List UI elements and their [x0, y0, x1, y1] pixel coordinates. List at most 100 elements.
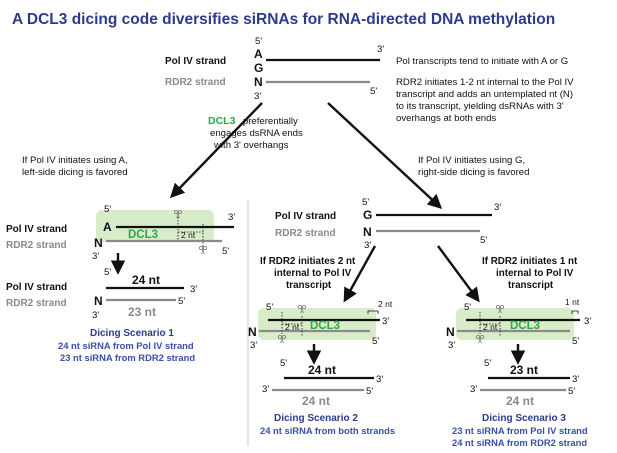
s1-ds-pol4-3prime: 3' [228, 212, 235, 223]
scenario1-nt24: 24 nt [132, 273, 160, 287]
left-branch-line1: If Pol IV initiates using A, [22, 155, 128, 166]
scenario3-header-line1: If RDR2 initiates 1 nt [482, 256, 578, 267]
dcl3-note-line1: DCL3 preferentially [208, 111, 298, 128]
scenario3-one-nt: 1 nt [565, 297, 580, 307]
s3-prod-pol4-5prime: 5' [484, 358, 491, 369]
scenario1-base-n: N [94, 236, 103, 250]
scenario1-product-rdr2-label: RDR2 strand [6, 298, 67, 309]
scenario3-dcl3: DCL3 [510, 320, 540, 332]
s3-prod-rdr2-3prime: 3' [470, 384, 477, 395]
top-note-rdr2-line4: overhangs at both ends [396, 113, 496, 124]
top-rdr2-3prime: 3' [254, 91, 261, 102]
scenario1-rdr2-label: RDR2 strand [6, 240, 67, 251]
scenario3-line1: 23 nt siRNA from Pol IV strand [452, 425, 588, 436]
top-base-n: N [254, 75, 263, 89]
scenario2-two-nt-a: 2 nt [285, 322, 300, 332]
top-rdr2-label: RDR2 strand [165, 77, 226, 88]
scenario3-header-line2: internal to Pol IV [496, 268, 574, 279]
scissors-icon [198, 245, 208, 255]
s1-prod-pol4-3prime: 3' [190, 284, 197, 295]
arrow-to-left-branch [169, 102, 263, 199]
top-note-rdr2-line1: RDR2 initiates 1-2 nt internal to the Po… [396, 77, 574, 88]
rt-pol4-3prime: 3' [494, 202, 501, 213]
top-note-rdr2-line2: transcript and adds an untemplated nt (N… [396, 89, 573, 100]
scenario2-nt24a: 24 nt [308, 363, 336, 377]
scenario1-product-base-n: N [94, 294, 103, 308]
scenario1-nt23: 23 nt [128, 305, 156, 319]
scenario2-header-line1: If RDR2 initiates 2 nt [260, 256, 356, 267]
scenario2-line1: 24 nt siRNA from both strands [260, 425, 395, 436]
scenario1-product-pol4-label: Pol IV strand [6, 282, 67, 293]
scenario3-right-bracket [571, 310, 579, 314]
top-pol4-5prime: 5' [255, 36, 262, 47]
scenario3-line2: 24 nt siRNA from RDR2 strand [452, 437, 587, 448]
s1-prod-pol4-5prime: 5' [104, 267, 111, 278]
dcl3-note-dcl3: DCL3 [208, 115, 236, 127]
top-note-rdr2-line3: to its transcript, yielding dsRNAs with … [396, 101, 564, 112]
right-branch-line2: right-side dicing is favored [418, 167, 529, 178]
top-pol4-3prime: 3' [377, 44, 384, 55]
top-base-g: G [254, 61, 263, 75]
scenario2-header-line3: transcript [286, 280, 332, 291]
dcl3-note-rest: preferentially [243, 116, 298, 127]
top-note-initiation: Pol transcripts tend to initiate with A … [396, 56, 568, 67]
s1-prod-rdr2-3prime: 3' [92, 310, 99, 321]
dcl3-note-line3: with 3' overhangs [213, 140, 289, 151]
s2-pol4-3prime: 3' [382, 316, 389, 327]
arrow-to-scenario3 [437, 245, 480, 303]
scenario2-header-line2: internal to Pol IV [274, 268, 352, 279]
scenario1-line2: 23 nt siRNA from RDR2 strand [60, 352, 195, 363]
right-rdr2-label: RDR2 strand [275, 228, 336, 239]
scenario2-two-nt-b: 2 nt [378, 299, 393, 309]
scenario2-dcl3: DCL3 [310, 320, 340, 332]
rt-rdr2-5prime: 5' [480, 235, 487, 246]
s2-rdr2-3prime: 3' [250, 340, 257, 351]
scenario2-base-n: N [248, 325, 257, 339]
s3-prod-pol4-3prime: 3' [572, 374, 579, 385]
arrow-to-right-branch [327, 102, 443, 209]
top-pol4-label: Pol IV strand [165, 56, 226, 67]
scenario3-header-line3: transcript [508, 280, 554, 291]
scenario1-base-a: A [103, 220, 112, 234]
s2-prod-rdr2-5prime: 5' [366, 386, 373, 397]
scenario2-right-bracket [367, 310, 379, 314]
s1-prod-rdr2-5prime: 5' [178, 296, 185, 307]
arrow-to-scenario2 [343, 245, 377, 303]
s3-rdr2-3prime: 3' [448, 340, 455, 351]
dcl3-note-line2: engages dsRNA ends [210, 128, 303, 139]
scenario1-pol4-label: Pol IV strand [6, 224, 67, 235]
rt-rdr2-3prime: 3' [364, 240, 371, 251]
top-rdr2-5prime: 5' [370, 86, 377, 97]
s1-ds-pol4-5prime: 5' [104, 204, 111, 215]
s2-prod-rdr2-3prime: 3' [262, 384, 269, 395]
scenario3-nt23: 23 nt [510, 363, 538, 377]
scenario2-nt24b: 24 nt [302, 394, 330, 408]
scenario1-line1: 24 nt siRNA from Pol IV strand [58, 340, 194, 351]
top-base-a: A [254, 47, 263, 61]
s1-ds-rdr2-3prime: 3' [92, 251, 99, 262]
rt-pol4-5prime: 5' [362, 197, 369, 208]
s3-rdr2-5prime: 5' [572, 336, 579, 347]
scenario3-nt24: 24 nt [506, 394, 534, 408]
scenario1-two-nt: 2 nt [181, 230, 196, 240]
scenario3-base-n: N [446, 325, 455, 339]
s2-prod-pol4-3prime: 3' [376, 374, 383, 385]
scenario3-two-nt: 2 nt [483, 322, 498, 332]
scenario1-title: Dicing Scenario 1 [90, 328, 174, 339]
right-base-g: G [363, 208, 372, 222]
right-branch-line1: If Pol IV initiates using G, [418, 155, 525, 166]
right-base-n: N [363, 225, 372, 239]
s2-rdr2-5prime: 5' [372, 336, 379, 347]
s3-prod-rdr2-5prime: 5' [568, 386, 575, 397]
page-title: A DCL3 dicing code diversifies siRNAs fo… [12, 11, 555, 28]
s2-pol4-5prime: 5' [266, 302, 273, 313]
scenario2-title: Dicing Scenario 2 [274, 413, 358, 424]
left-branch-line2: left-side dicing is favored [22, 167, 128, 178]
s2-prod-pol4-5prime: 5' [280, 358, 287, 369]
scenario1-dcl3: DCL3 [128, 229, 158, 241]
scenario3-title: Dicing Scenario 3 [482, 413, 566, 424]
s3-pol4-5prime: 5' [464, 302, 471, 313]
s3-pol4-3prime: 3' [584, 316, 591, 327]
s1-ds-rdr2-5prime: 5' [222, 246, 229, 257]
